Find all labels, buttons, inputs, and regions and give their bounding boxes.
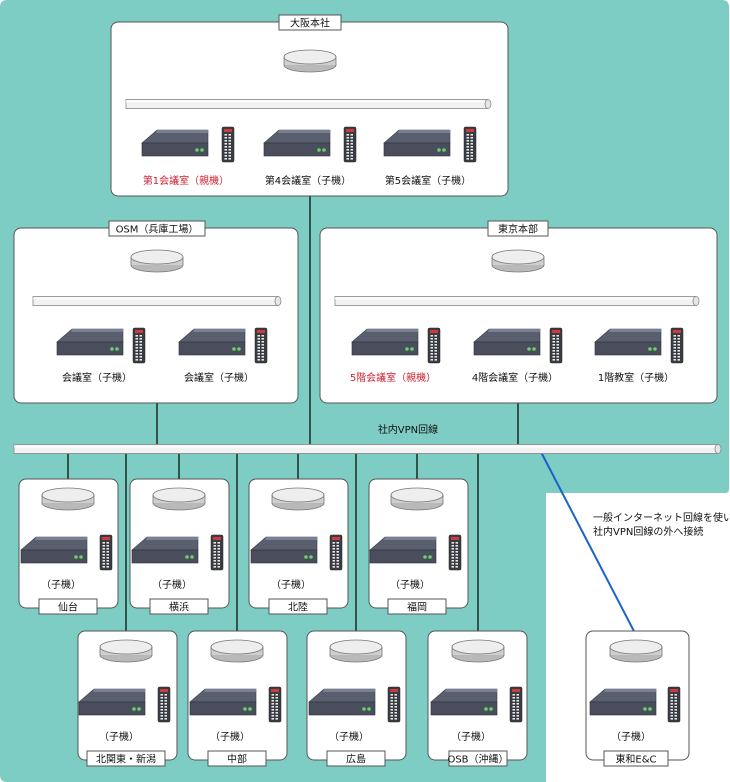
remote-control-icon — [343, 126, 357, 163]
branch-router — [271, 487, 325, 511]
osm-device-label-1: 会議室（子機） — [62, 371, 132, 384]
video-unit-icon — [189, 688, 257, 716]
tokyo-device-label-2: 4階会議室（子機） — [472, 371, 558, 384]
remote-control-icon — [549, 327, 563, 364]
osm-device-label-2: 会議室（子機） — [184, 371, 254, 384]
branch-name-1: 仙台 — [58, 601, 78, 614]
vpn-label: 社内VPN回線 — [378, 423, 438, 436]
external-device-label: （子機） — [611, 730, 651, 743]
branch-name-6: 中部 — [227, 753, 247, 766]
osaka-device-label-2: 第4会議室（子機） — [265, 174, 351, 187]
internet-note-line-2: 社内VPN回線の外へ接続 — [593, 525, 703, 538]
remote-control-icon — [427, 327, 441, 364]
remote-control-icon — [509, 686, 523, 723]
video-unit-icon — [178, 328, 246, 356]
osm-office-title: OSM（兵庫工場） — [116, 223, 199, 236]
branch-name-3: 北陸 — [288, 601, 308, 614]
branch-name-8: OSB（沖縄） — [447, 753, 508, 766]
osaka-office-title-frame — [278, 14, 342, 31]
video-unit-icon — [20, 536, 88, 564]
osm-router — [130, 249, 184, 273]
branch-router — [41, 487, 95, 511]
remote-control-icon — [268, 686, 282, 723]
video-unit-icon — [308, 688, 376, 716]
osaka-office-title: 大阪本社 — [290, 17, 330, 30]
osm-lan — [32, 296, 282, 306]
branch-name-7-frame — [326, 750, 386, 767]
remote-control-icon — [387, 686, 401, 723]
branch-router — [210, 639, 264, 663]
video-unit-icon — [589, 688, 657, 716]
remote-control-icon — [99, 534, 113, 571]
video-unit-icon — [141, 129, 209, 157]
internet-connection-line — [540, 451, 637, 636]
branch-router — [99, 639, 153, 663]
video-unit-icon — [594, 328, 662, 356]
remote-control-icon — [670, 327, 684, 364]
branch-device-label: （子機） — [210, 730, 250, 743]
video-unit-icon — [473, 328, 541, 356]
remote-control-icon — [463, 126, 477, 163]
branch-name-6-frame — [207, 750, 267, 767]
external-office-name: 東和E&C — [615, 753, 656, 766]
tokyo-office-title: 東京本部 — [498, 223, 538, 236]
video-unit-icon — [383, 129, 451, 157]
branch-name-2-frame — [149, 598, 209, 615]
branch-device-label: （子機） — [271, 578, 311, 591]
branch-device-label: （子機） — [451, 730, 491, 743]
video-unit-icon — [430, 688, 498, 716]
branch-router — [390, 487, 444, 511]
branch-router — [451, 639, 505, 663]
remote-control-icon — [210, 534, 224, 571]
osaka-lan — [125, 99, 492, 109]
osaka-router — [283, 49, 337, 73]
osaka-device-label-1: 第1会議室（親機） — [143, 174, 229, 187]
branch-device-label: （子機） — [41, 578, 81, 591]
branch-name-2: 横浜 — [169, 601, 189, 614]
video-unit-icon — [351, 328, 419, 356]
osaka-office-box — [110, 21, 509, 197]
external-office-name-frame — [603, 750, 669, 767]
branch-name-5-frame — [86, 750, 166, 767]
video-unit-icon — [56, 328, 124, 356]
osaka-device-label-3: 第5会議室（子機） — [385, 174, 471, 187]
branch-device-label: （子機） — [329, 730, 369, 743]
tokyo-lan — [334, 296, 700, 306]
branch-name-3-frame — [268, 598, 328, 615]
branch-name-7: 広島 — [346, 753, 366, 766]
video-unit-icon — [369, 536, 437, 564]
internet-note-line-1: 一般インターネット回線を使い — [593, 511, 730, 524]
branch-name-4-frame — [387, 598, 447, 615]
branch-router — [152, 487, 206, 511]
tokyo-router — [491, 249, 545, 273]
remote-control-icon — [254, 327, 268, 364]
remote-control-icon — [132, 327, 146, 364]
tokyo-device-label-3: 1階教室（子機） — [598, 371, 674, 384]
branch-device-label: （子機） — [390, 578, 430, 591]
external-router — [609, 639, 663, 663]
osm-office-title-frame — [108, 220, 206, 237]
branch-name-4: 福岡 — [407, 601, 427, 614]
video-unit-icon — [250, 536, 318, 564]
branch-name-5: 北関東・新潟 — [96, 753, 156, 766]
branch-device-label: （子機） — [152, 578, 192, 591]
remote-control-icon — [221, 126, 235, 163]
remote-control-icon — [329, 534, 343, 571]
branch-router — [329, 639, 383, 663]
branch-name-8-frame — [448, 750, 508, 767]
remote-control-icon — [448, 534, 462, 571]
video-unit-icon — [131, 536, 199, 564]
remote-control-icon — [157, 686, 171, 723]
vpn-backbone — [13, 444, 722, 454]
branch-name-1-frame — [38, 598, 98, 615]
remote-control-icon — [667, 686, 681, 723]
branch-device-label: （子機） — [99, 730, 139, 743]
tokyo-device-label-1: 5階会議室（親機） — [350, 371, 436, 384]
video-unit-icon — [78, 688, 146, 716]
video-unit-icon — [263, 129, 331, 157]
tokyo-office-title-frame — [487, 220, 549, 237]
